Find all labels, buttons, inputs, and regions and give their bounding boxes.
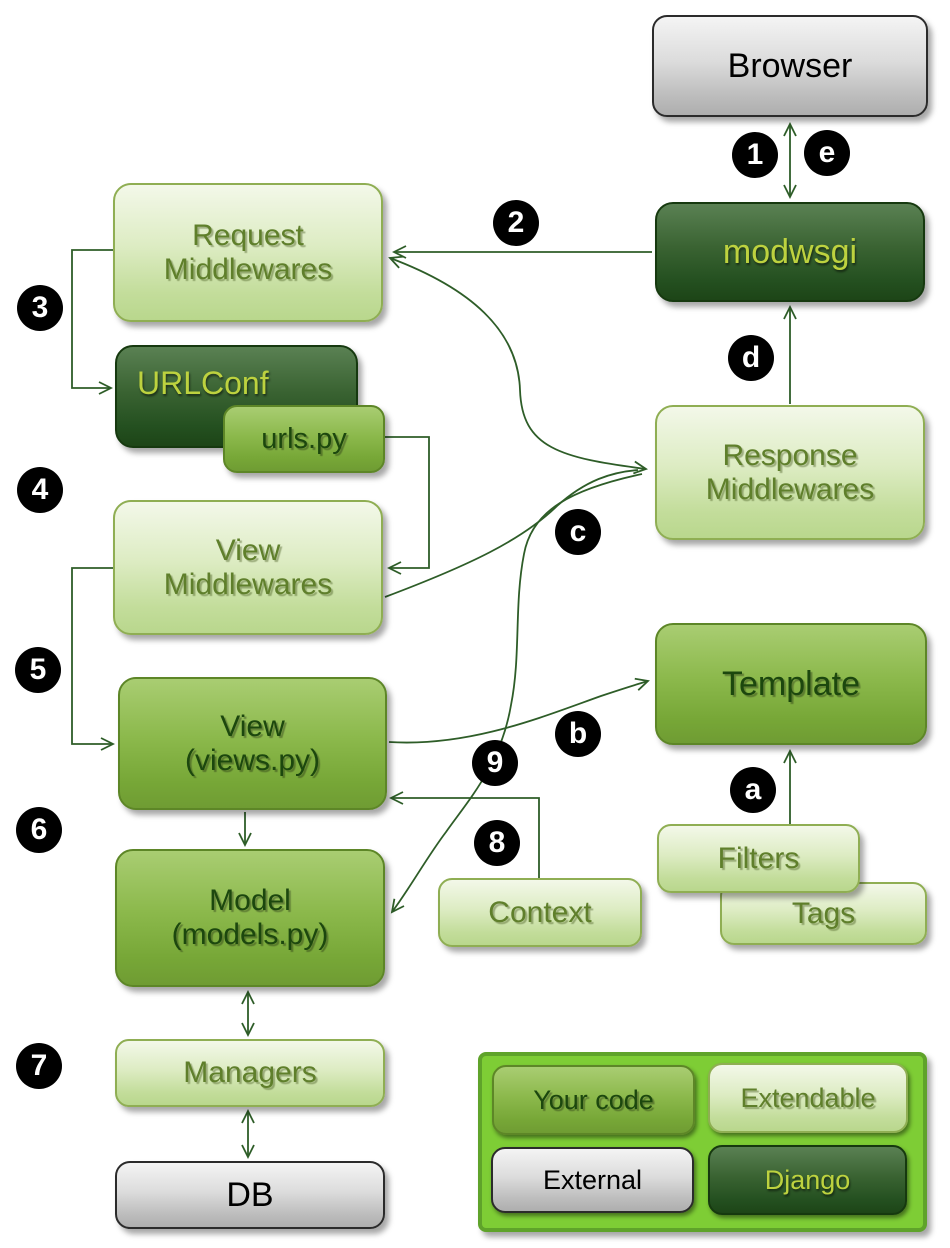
node-tags-label: Tags: [791, 896, 856, 930]
node-modwsgi: modwsgi: [655, 202, 925, 302]
step-marker-6: 6: [16, 807, 62, 853]
step-marker-a-label: a: [744, 773, 762, 806]
step-marker-e: e: [804, 130, 850, 176]
legend-external-label: External: [542, 1164, 643, 1195]
step-marker-5: 5: [15, 647, 61, 693]
step-marker-4-label: 4: [31, 473, 49, 506]
step-marker-9: 9: [472, 740, 518, 786]
node-response-middlewares: Response Middlewares: [655, 405, 925, 540]
node-request-middlewares-label: Request Middlewares: [163, 218, 333, 286]
node-response-middlewares-label: Response Middlewares: [705, 438, 875, 506]
node-model: Model (models.py): [115, 849, 385, 987]
node-filters: Filters: [657, 824, 860, 893]
step-marker-2-label: 2: [507, 206, 525, 239]
node-view: View (views.py): [118, 677, 387, 810]
edge-view-template-curve: [388, 681, 648, 744]
edge-response-middlewares-model-curve: [392, 473, 643, 912]
node-managers: Managers: [115, 1039, 385, 1107]
node-db-label: DB: [226, 1175, 274, 1214]
edge-view-middlewares-response-middlewares-curve: [384, 469, 639, 598]
step-marker-9-label: 9: [486, 746, 504, 779]
node-managers-label: Managers: [183, 1056, 317, 1090]
node-request-middlewares: Request Middlewares: [113, 183, 383, 322]
node-model-label: Model (models.py): [171, 884, 329, 951]
node-urls-py-label: urls.py: [261, 422, 347, 455]
node-template-label: Template: [722, 664, 860, 703]
step-marker-8-label: 8: [488, 826, 506, 859]
edge-request-middlewares-urlconf: [71, 249, 113, 388]
edge-urlspy-view-middlewares: [385, 436, 430, 568]
step-marker-d-label: d: [741, 341, 761, 374]
node-modwsgi-label: modwsgi: [722, 232, 858, 271]
node-context-label: Context: [488, 895, 592, 929]
step-marker-7-label: 7: [30, 1049, 48, 1082]
step-marker-b: b: [555, 711, 601, 757]
node-db: DB: [115, 1161, 385, 1229]
step-marker-7: 7: [16, 1043, 62, 1089]
legend: Your code Extendable External Django: [478, 1052, 927, 1232]
node-browser-label: Browser: [727, 46, 853, 85]
step-marker-c: c: [555, 509, 601, 555]
legend-item-your-code: Your code: [492, 1065, 695, 1135]
node-context: Context: [438, 878, 642, 947]
node-view-middlewares-label: View Middlewares: [163, 533, 333, 601]
step-marker-1: 1: [732, 132, 778, 178]
edge-view-middlewares-view: [71, 567, 113, 744]
step-marker-2: 2: [493, 200, 539, 246]
step-marker-b-label: b: [568, 717, 588, 750]
step-marker-1-label: 1: [746, 138, 764, 171]
node-browser: Browser: [652, 15, 928, 117]
step-marker-6-label: 6: [30, 813, 48, 846]
step-marker-3-label: 3: [31, 291, 49, 324]
step-marker-4: 4: [17, 467, 63, 513]
legend-item-extendable: Extendable: [708, 1063, 908, 1133]
step-marker-5-label: 5: [29, 653, 47, 686]
step-marker-e-label: e: [818, 136, 836, 169]
edge-response-middlewares-request-middlewares-curve: [390, 258, 646, 469]
legend-item-django: Django: [708, 1145, 907, 1215]
node-urlconf-label: URLConf: [137, 364, 269, 401]
step-marker-8: 8: [474, 820, 520, 866]
step-marker-d: d: [728, 335, 774, 381]
step-marker-a: a: [730, 767, 776, 813]
node-filters-label: Filters: [717, 841, 800, 875]
node-urls-py: urls.py: [223, 405, 385, 473]
step-marker-3: 3: [17, 285, 63, 331]
legend-django-label: Django: [764, 1164, 851, 1195]
node-view-middlewares: View Middlewares: [113, 500, 383, 635]
legend-item-external: External: [491, 1147, 694, 1213]
legend-your-code-label: Your code: [533, 1084, 654, 1115]
node-template: Template: [655, 623, 927, 745]
edge-context-view: [391, 798, 540, 878]
legend-extendable-label: Extendable: [740, 1082, 876, 1113]
node-view-label: View (views.py): [184, 709, 320, 777]
step-marker-c-label: c: [569, 515, 587, 548]
